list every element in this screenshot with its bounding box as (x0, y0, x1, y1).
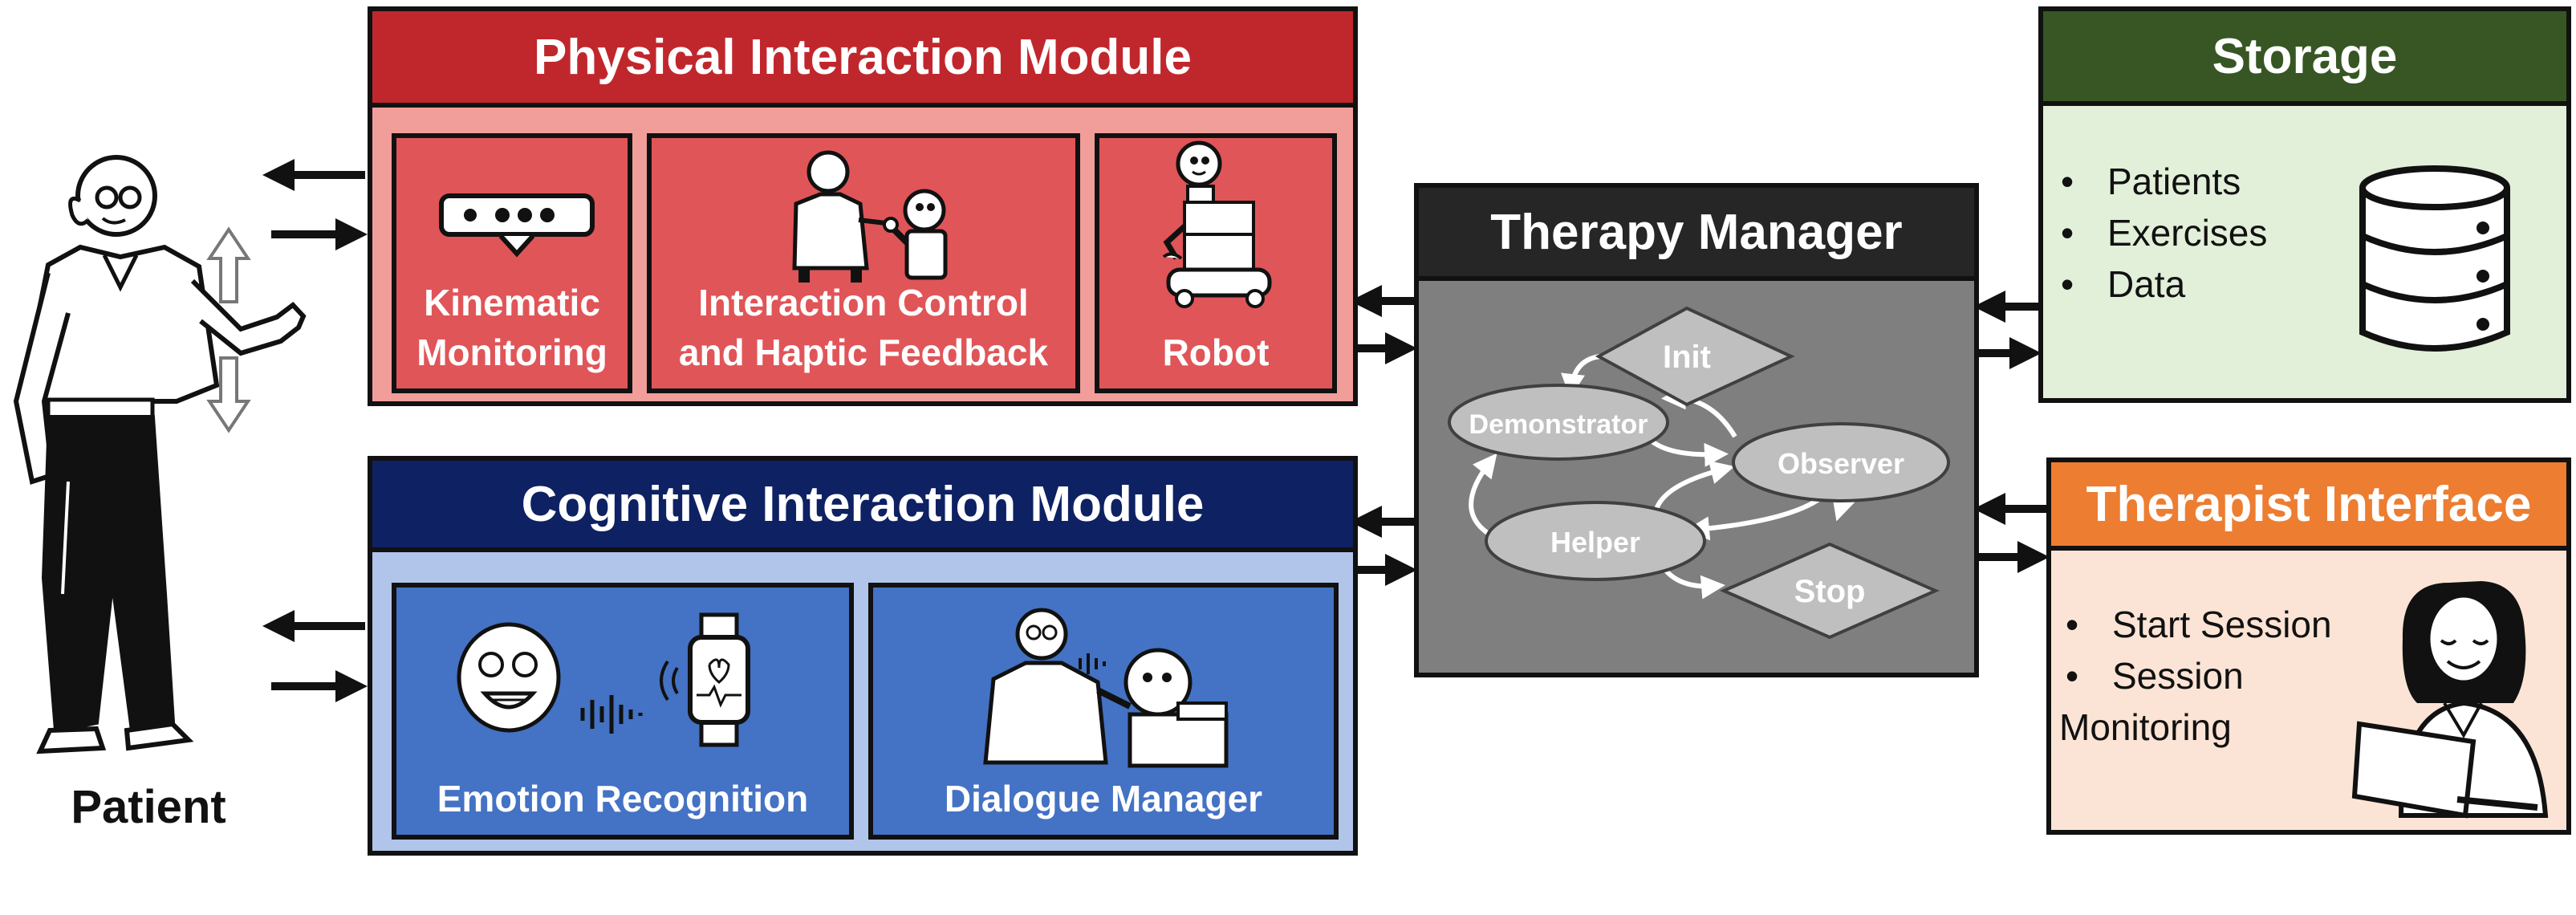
connection-arrows (262, 159, 2050, 702)
therapy-manager-title: Therapy Manager (1419, 188, 1974, 281)
interaction-control-label: Interaction Control and Haptic Feedback (678, 282, 1049, 373)
database-icon (2359, 165, 2510, 352)
voice-wave-icon (580, 695, 643, 734)
dialogue-manager-label: Dialogue Manager (944, 778, 1263, 819)
robot-label: Robot (1162, 331, 1270, 373)
cognitive-module-title: Cognitive Interaction Module (372, 461, 1353, 552)
smiling-face-icon (457, 622, 561, 733)
depth-camera-icon (439, 193, 595, 258)
state-helper: Helper (1485, 501, 1706, 581)
state-machine: Init Demonstrator Observer Helper Stop (1448, 306, 1950, 640)
arm-movement-down-icon (206, 356, 251, 433)
transition-init-demonstrator (1561, 354, 1601, 398)
patient-robot-handshake-icon (792, 150, 948, 283)
therapist-list: Start Session Session Monitoring (2059, 599, 2348, 753)
state-observer: Observer (1732, 422, 1950, 502)
state-demonstrator: Demonstrator (1448, 384, 1669, 461)
arm-movement-up-icon (206, 226, 251, 303)
storage-module: Storage Patients Exercises Data (2038, 6, 2571, 403)
therapist-interface-module: Therapist Interface Start Session Sessio… (2046, 458, 2571, 835)
patient-figure (13, 155, 307, 754)
interaction-control-box: Interaction Control and Haptic Feedback (647, 133, 1080, 393)
emotion-recognition-box: Emotion Recognition (392, 583, 854, 840)
storage-item-data: Data (2054, 258, 2327, 310)
therapist-item-start-session: Start Session (2059, 599, 2348, 650)
kinematic-monitoring-box: Kinematic Monitoring (392, 133, 632, 393)
patient-robot-dialogue-icon (983, 608, 1229, 768)
state-init-label: Init (1663, 340, 1711, 375)
state-stop: Stop (1720, 542, 1940, 640)
therapist-laptop-icon (2351, 581, 2549, 819)
cognitive-interaction-module: Cognitive Interaction Module Emotio (368, 456, 1358, 856)
therapist-item-session-monitoring: Session Monitoring (2059, 650, 2348, 753)
storage-list: Patients Exercises Data (2054, 156, 2327, 310)
robot-box: Robot (1095, 133, 1337, 393)
storage-item-patients: Patients (2054, 156, 2327, 207)
state-helper-label: Helper (1550, 526, 1640, 559)
therapy-manager: Therapy Manager Init Demonstrator (1414, 183, 1979, 677)
state-observer-label: Observer (1778, 447, 1904, 480)
state-stop-label: Stop (1794, 574, 1866, 609)
state-demonstrator-label: Demonstrator (1469, 409, 1648, 440)
storage-item-exercises: Exercises (2054, 207, 2327, 258)
robot-icon (1162, 140, 1272, 308)
storage-title: Storage (2043, 11, 2566, 106)
patient-label: Patient (71, 781, 226, 833)
therapist-interface-title: Therapist Interface (2051, 462, 2566, 551)
dialogue-manager-box: Dialogue Manager (868, 583, 1339, 840)
emotion-recognition-label: Emotion Recognition (437, 778, 809, 819)
state-init: Init (1595, 306, 1795, 407)
physical-interaction-module: Physical Interaction Module Kinematic Mo… (368, 6, 1358, 406)
smartwatch-icon (660, 612, 750, 747)
kinematic-monitoring-label: Kinematic Monitoring (416, 282, 607, 373)
transition-observer-demonstrator (1661, 385, 1737, 438)
physical-module-title: Physical Interaction Module (372, 11, 1353, 108)
